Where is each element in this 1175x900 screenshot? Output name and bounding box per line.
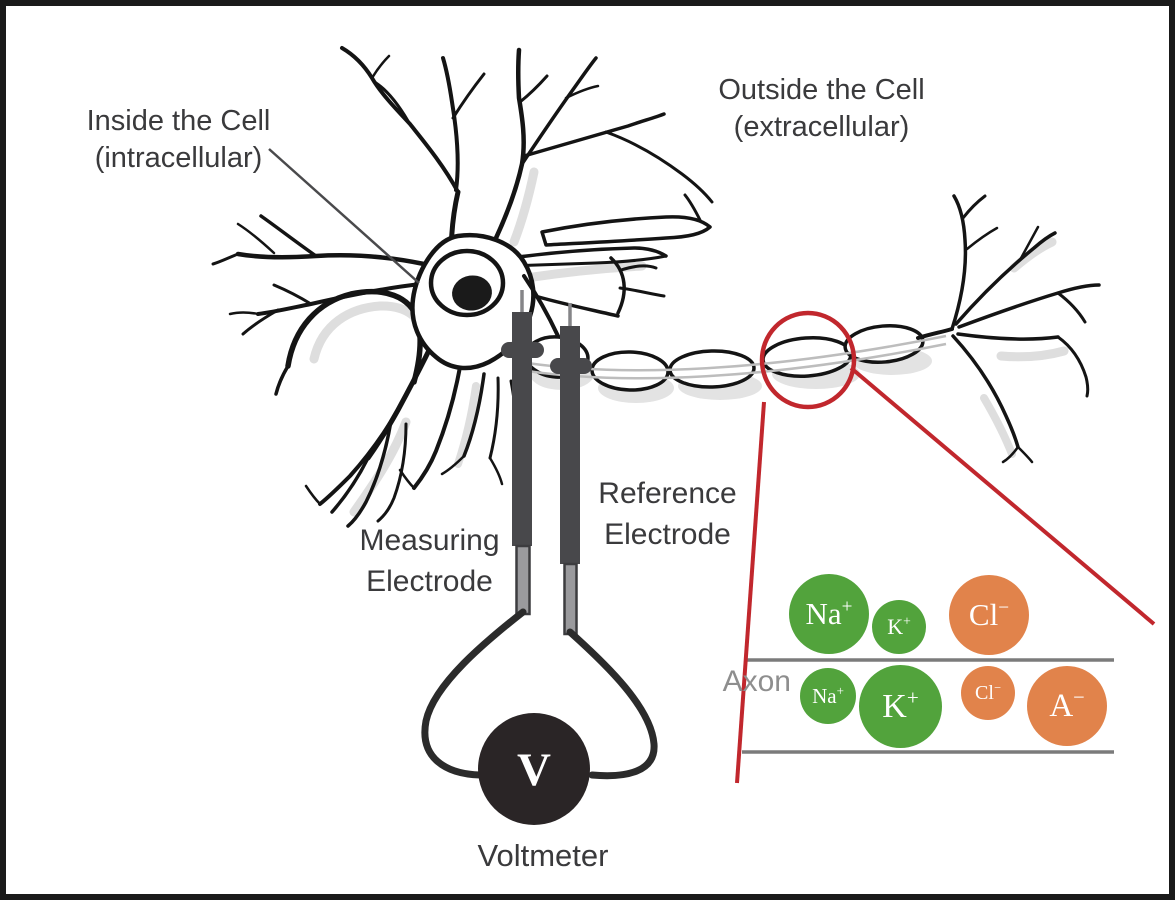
electrode-shaft	[563, 562, 578, 636]
voltmeter-label: Voltmeter	[477, 838, 609, 873]
inside-cell-pointer-line	[268, 148, 420, 284]
measuring-electrode-line2: Electrode	[366, 565, 493, 598]
ion-symbol: Na+	[812, 682, 844, 708]
magnifier-circle	[759, 310, 857, 410]
ion-potassium-inside: K+	[859, 665, 942, 748]
ion-potassium-outside: K+	[872, 600, 926, 654]
inside-cell-label: Inside the Cell (intracellular)	[56, 103, 301, 177]
ion-symbol: K+	[882, 685, 919, 725]
dendrites	[211, 46, 714, 528]
ion-symbol: Cl−	[968, 597, 1010, 632]
measuring-electrode-line1: Measuring	[359, 524, 500, 557]
outside-cell-label: Outside the Cell (extracellular)	[704, 72, 939, 146]
magnifier-line-right	[849, 366, 1156, 626]
ion-symbol: Cl−	[975, 679, 1001, 704]
measuring-electrode	[501, 290, 544, 616]
axon-terminal	[916, 194, 1101, 464]
inside-cell-line2: (intracellular)	[94, 142, 263, 174]
ion-symbol: Na+	[805, 596, 853, 631]
nucleolus	[452, 275, 492, 311]
reference-electrode-line2: Electrode	[604, 518, 731, 551]
outside-cell-line2: (extracellular)	[733, 111, 910, 143]
ion-chloride-outside: Cl−	[949, 575, 1029, 655]
voltmeter-wires	[421, 608, 658, 780]
diagram-artwork	[211, 46, 1156, 825]
ion-chloride-inside: Cl−	[961, 666, 1015, 720]
magnifier-line-left	[735, 401, 766, 784]
axon-label: Axon	[722, 665, 791, 698]
ion-sodium-inside: Na+	[800, 668, 856, 724]
ion-anion-inside: A−	[1027, 666, 1107, 746]
membrane-lines	[742, 658, 1114, 754]
ion-sodium-outside: Na+	[789, 574, 869, 654]
reference-electrode-line1: Reference	[598, 477, 737, 510]
ion-symbol: A−	[1049, 686, 1085, 724]
electrode-crossbar	[501, 342, 544, 358]
voltmeter-symbol: V	[517, 744, 551, 796]
measuring-electrode-label: Measuring Electrode	[337, 520, 522, 602]
ion-symbol: K+	[887, 613, 911, 639]
magnifier-annotation	[735, 310, 1156, 784]
voltmeter-body	[478, 713, 590, 825]
outside-cell-line1: Outside the Cell	[718, 74, 925, 106]
reference-electrode-label: Reference Electrode	[575, 473, 760, 555]
reference-electrode	[550, 303, 592, 636]
electrode-crossbar	[550, 358, 592, 374]
electrode-body	[512, 312, 532, 546]
inside-cell-line1: Inside the Cell	[86, 105, 271, 137]
electrode-body	[560, 326, 580, 564]
